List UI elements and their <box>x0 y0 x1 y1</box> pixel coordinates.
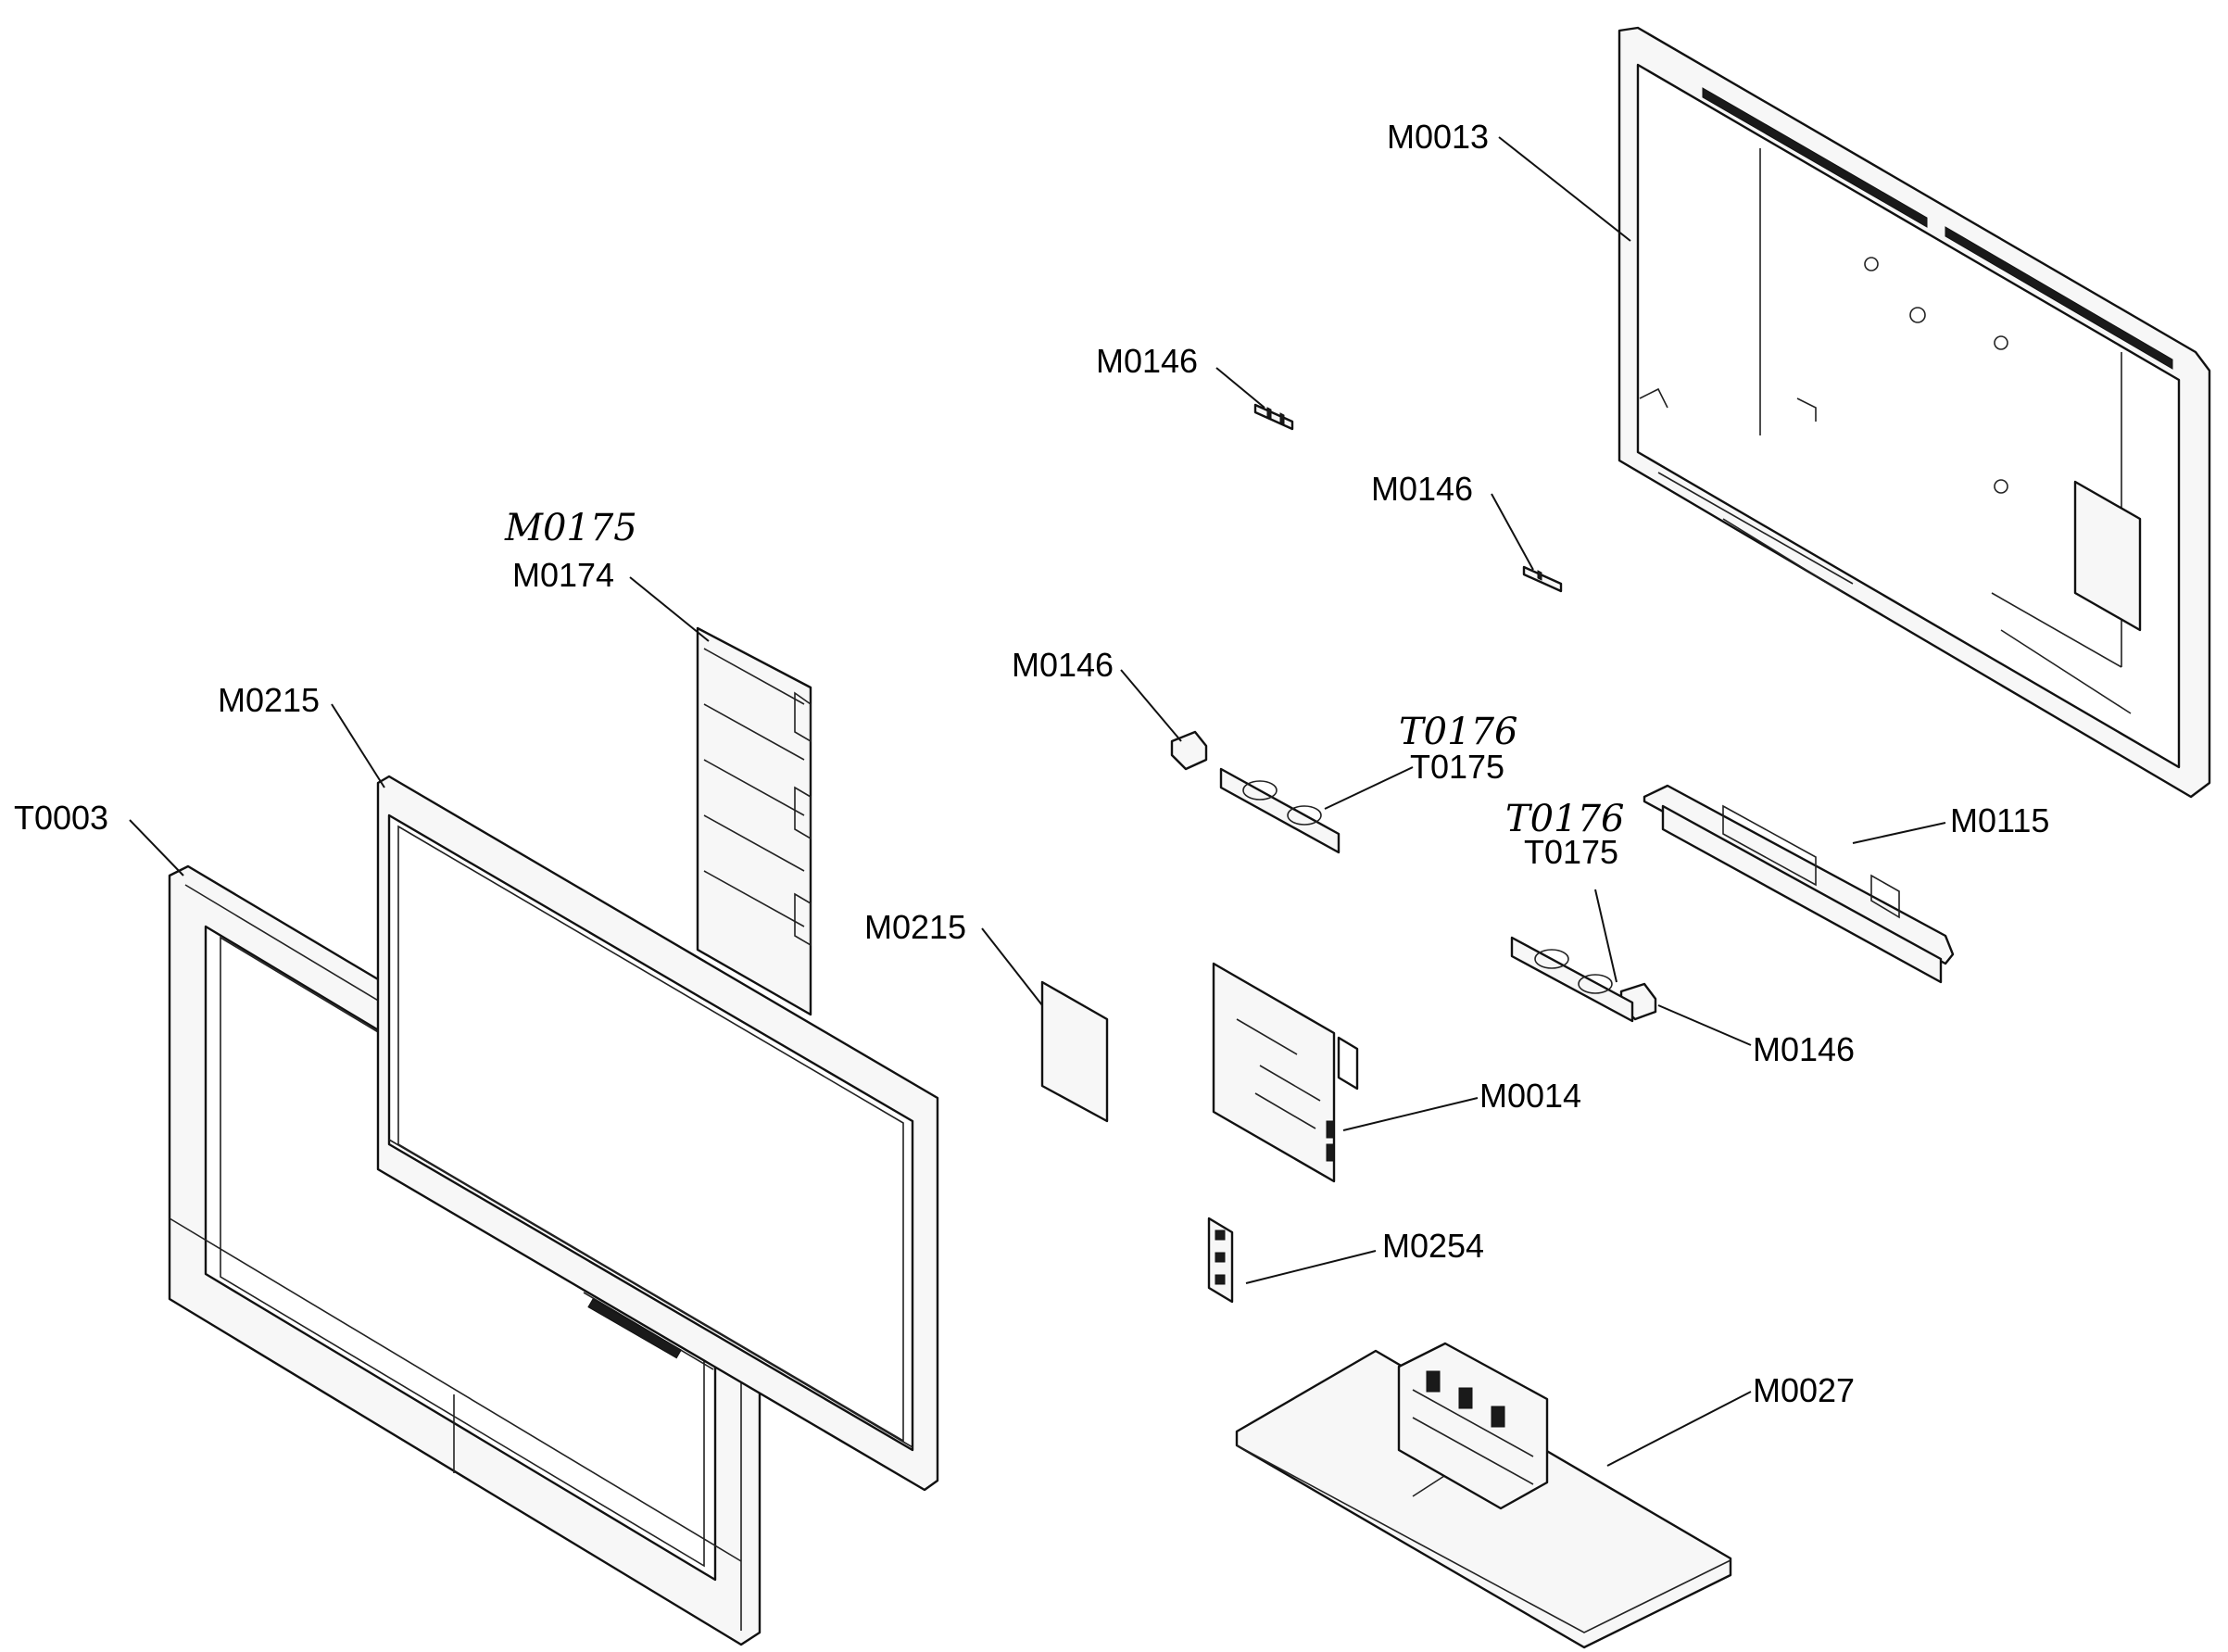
handwritten-notes: M0175 T0176 T0176 <box>504 507 1624 840</box>
handwritten-speaker-left-alt: T0176 <box>1399 711 1517 753</box>
label-bracket: M0115 <box>1950 801 2049 839</box>
leader-main-board <box>1342 1097 1479 1131</box>
hinge-top-part <box>1253 403 1294 431</box>
bracket-part <box>1643 784 1955 984</box>
leader-front-bezel <box>129 819 184 876</box>
leader-small-board <box>1245 1250 1377 1284</box>
label-hinge-top: M0146 <box>1096 342 1198 380</box>
label-panel-frame: M0215 <box>218 681 320 719</box>
label-small-board: M0254 <box>1382 1227 1484 1265</box>
panel-sheet-part <box>1040 980 1109 1123</box>
small-board-part <box>1207 1217 1234 1304</box>
leader-lines <box>129 136 1946 1467</box>
leader-hinge-left <box>1120 669 1182 742</box>
leader-hinge-top <box>1215 367 1265 409</box>
leader-panel-sheet <box>981 927 1043 1006</box>
leader-speaker-right <box>1594 889 1618 983</box>
label-stand: M0027 <box>1753 1371 1855 1409</box>
leader-speaker-left <box>1324 766 1414 810</box>
label-back-cover: M0013 <box>1387 118 1489 156</box>
label-speaker-right: T0175 <box>1524 833 1618 871</box>
label-main-board: M0014 <box>1479 1077 1581 1115</box>
leader-panel-frame <box>331 703 385 788</box>
label-front-bezel: T0003 <box>14 799 108 837</box>
label-hinge-mid: M0146 <box>1371 470 1473 508</box>
leader-hinge-right <box>1657 1004 1752 1046</box>
leader-stand <box>1606 1391 1752 1467</box>
panel-frame-part <box>376 775 939 1492</box>
label-hinge-left: M0146 <box>1012 646 1114 684</box>
label-speaker-left: T0175 <box>1410 748 1504 786</box>
back-cover-part <box>1618 26 2211 799</box>
speaker-right-part <box>1510 936 1634 1023</box>
stand-part <box>1235 1342 1732 1649</box>
handwritten-speaker-right-alt: T0176 <box>1505 798 1624 840</box>
handwritten-panel-board-alt: M0175 <box>504 507 637 549</box>
label-panel-sheet: M0215 <box>864 908 966 946</box>
main-board-part <box>1212 962 1359 1183</box>
label-panel-board: M0174 <box>512 556 614 594</box>
hinge-mid-part <box>1522 565 1563 593</box>
leader-panel-board <box>629 576 710 642</box>
speaker-left-part <box>1219 767 1341 854</box>
panel-board-part <box>696 626 812 1016</box>
label-hinge-right: M0146 <box>1753 1030 1855 1068</box>
part-labels: M0013 M0146 M0146 M0146 T0175 T0175 M011… <box>14 118 2049 1409</box>
leader-hinge-mid <box>1491 493 1534 571</box>
leader-back-cover <box>1498 136 1631 242</box>
leader-bracket <box>1852 822 1946 844</box>
